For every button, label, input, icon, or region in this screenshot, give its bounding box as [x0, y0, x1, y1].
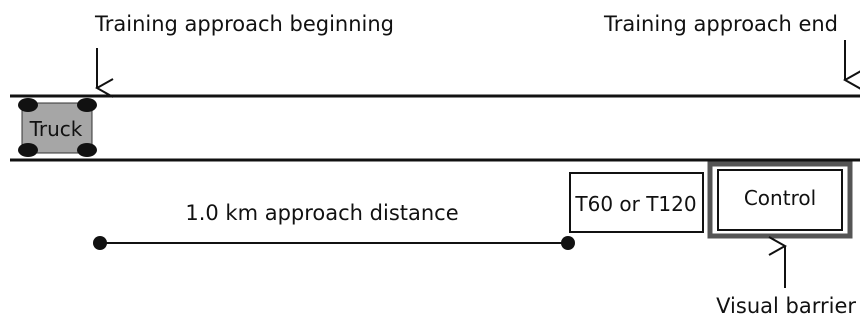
control-box	[717, 169, 843, 231]
truck-wheel	[18, 143, 38, 157]
end-label: Training approach end	[603, 12, 838, 36]
visual-barrier-frame	[707, 161, 853, 239]
truck-wheel	[77, 143, 97, 157]
barrier-label: Visual barrier	[716, 294, 856, 318]
distance-start-dot	[93, 236, 107, 250]
truck: Truck	[18, 98, 97, 157]
truck-label: Truck	[29, 117, 83, 141]
truck-wheel	[77, 98, 97, 112]
truck-wheel	[18, 98, 38, 112]
distance-end-dot	[561, 236, 575, 250]
control-label: Control	[744, 186, 816, 210]
treatment-box	[569, 172, 704, 233]
beginning-label: Training approach beginning	[94, 12, 394, 36]
distance-label: 1.0 km approach distance	[185, 201, 458, 225]
treatment-label: T60 or T120	[574, 192, 696, 216]
